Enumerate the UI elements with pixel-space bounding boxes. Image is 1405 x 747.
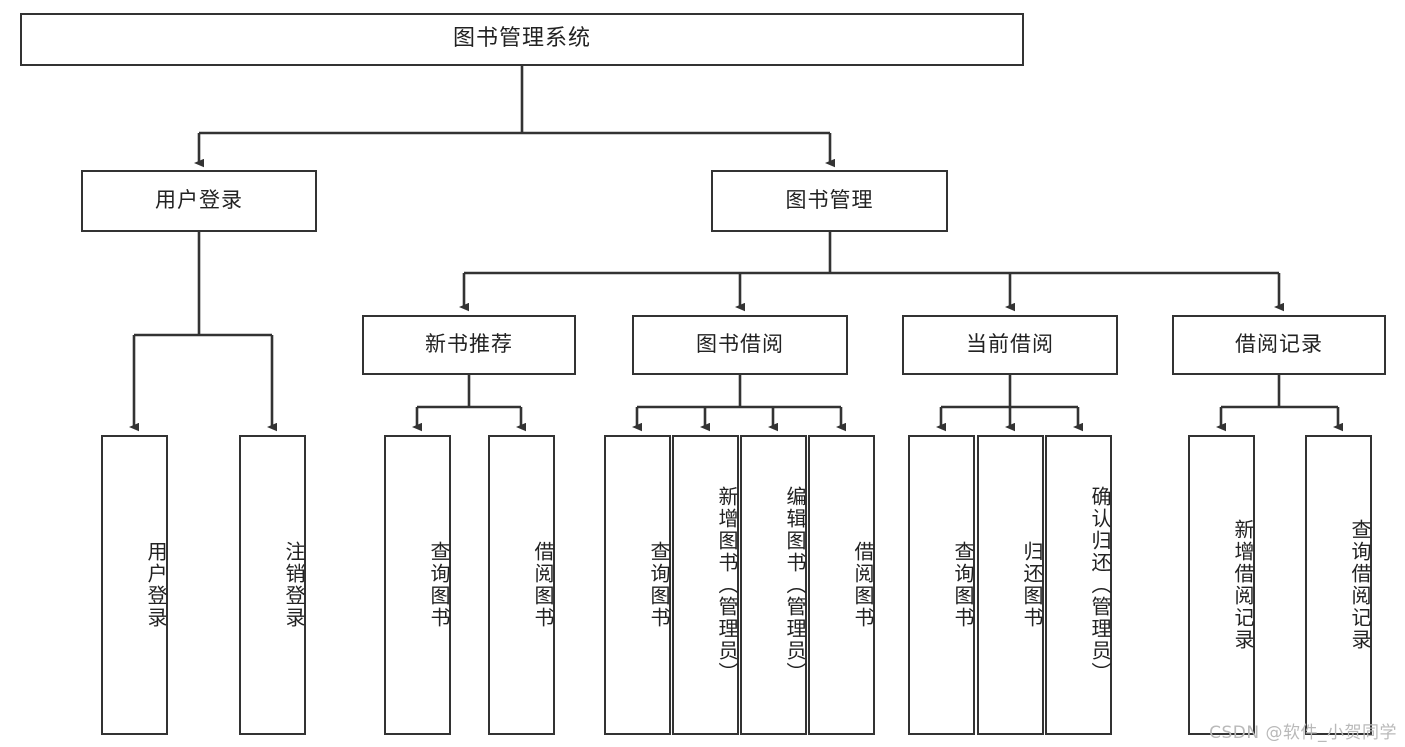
node-leaf-add-record[interactable]: 新增借阅记录: [1188, 435, 1255, 735]
node-leaf-logout[interactable]: 注销登录: [239, 435, 306, 735]
node-leaf-return-book[interactable]: 归还图书: [977, 435, 1044, 735]
node-book-borrow[interactable]: 图书借阅: [632, 315, 848, 375]
node-leaf-add-record-label: 新增借阅记录: [1231, 519, 1255, 651]
node-leaf-query-book-1-label: 查询图书: [427, 541, 451, 629]
node-leaf-confirm-return[interactable]: 确认归还（管理员）: [1045, 435, 1112, 735]
node-borrow-record-label: 借阅记录: [1235, 332, 1323, 357]
node-new-book-rec-label: 新书推荐: [425, 332, 513, 357]
node-leaf-return-book-label: 归还图书: [1020, 541, 1044, 629]
node-new-book-rec[interactable]: 新书推荐: [362, 315, 576, 375]
node-current-borrow-label: 当前借阅: [966, 332, 1054, 357]
node-leaf-borrow-book-2-label: 借阅图书: [851, 541, 875, 629]
node-leaf-confirm-return-label: 确认归还（管理员）: [1088, 486, 1112, 684]
node-user-login[interactable]: 用户登录: [81, 170, 317, 232]
node-leaf-query-record[interactable]: 查询借阅记录: [1305, 435, 1372, 735]
node-leaf-query-record-label: 查询借阅记录: [1348, 519, 1372, 651]
node-leaf-logout-label: 注销登录: [282, 541, 306, 629]
node-leaf-query-book-2-label: 查询图书: [647, 541, 671, 629]
node-leaf-query-book-3[interactable]: 查询图书: [908, 435, 975, 735]
node-root-label: 图书管理系统: [452, 26, 591, 52]
node-leaf-query-book-3-label: 查询图书: [951, 541, 975, 629]
node-leaf-edit-book-label: 编辑图书（管理员）: [783, 486, 807, 684]
node-root[interactable]: 图书管理系统: [20, 13, 1024, 66]
node-leaf-edit-book[interactable]: 编辑图书（管理员）: [740, 435, 807, 735]
csdn-watermark: CSDN @软件_小贺同学: [1209, 723, 1397, 743]
node-leaf-add-book[interactable]: 新增图书（管理员）: [672, 435, 739, 735]
node-leaf-user-login[interactable]: 用户登录: [101, 435, 168, 735]
node-current-borrow[interactable]: 当前借阅: [902, 315, 1118, 375]
node-leaf-user-login-label: 用户登录: [144, 541, 168, 629]
node-leaf-borrow-book-2[interactable]: 借阅图书: [808, 435, 875, 735]
node-book-manage-label: 图书管理: [785, 188, 874, 213]
node-leaf-query-book-2[interactable]: 查询图书: [604, 435, 671, 735]
node-user-login-label: 用户登录: [155, 188, 243, 213]
node-book-manage[interactable]: 图书管理: [711, 170, 948, 232]
node-borrow-record[interactable]: 借阅记录: [1172, 315, 1386, 375]
node-book-borrow-label: 图书借阅: [696, 332, 784, 357]
node-leaf-query-book-1[interactable]: 查询图书: [384, 435, 451, 735]
node-leaf-borrow-book-1[interactable]: 借阅图书: [488, 435, 555, 735]
node-leaf-add-book-label: 新增图书（管理员）: [715, 486, 739, 684]
node-leaf-borrow-book-1-label: 借阅图书: [531, 541, 555, 629]
